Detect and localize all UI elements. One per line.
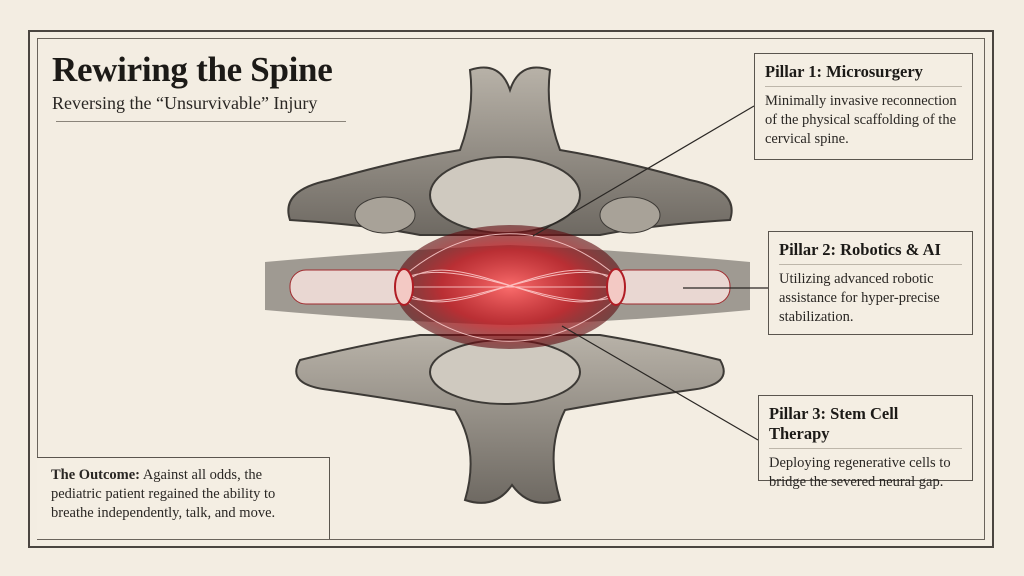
pillar-3-callout: Pillar 3: Stem Cell Therapy Deploying re… xyxy=(758,395,973,490)
spinal-cord xyxy=(265,225,750,349)
outcome-text: Against all odds, the pediatric patient … xyxy=(51,467,276,521)
outcome-label: The Outcome: xyxy=(51,467,140,483)
pillar-1-text: Minimally invasive reconnection of the p… xyxy=(765,93,957,147)
page-title: Rewiring the Spine xyxy=(52,50,333,89)
vertebra-bottom xyxy=(295,334,725,504)
pillar-2-title: Pillar 2: Robotics & AI xyxy=(779,240,962,265)
outcome-callout: The Outcome: Against all odds, the pedia… xyxy=(37,457,330,539)
page-subtitle: Reversing the “Unsurvivable” Injury xyxy=(52,93,318,113)
leader-line-pillar-1 xyxy=(532,105,755,237)
pillar-1-title: Pillar 1: Microsurgery xyxy=(765,62,962,87)
pillar-3-title: Pillar 3: Stem Cell Therapy xyxy=(769,404,962,449)
subtitle-divider xyxy=(56,121,346,122)
pillar-2-text: Utilizing advanced robotic assistance fo… xyxy=(779,271,940,325)
outer-frame xyxy=(28,30,994,548)
pillar-3-text: Deploying regenerative cells to bridge t… xyxy=(769,455,951,490)
pillar-1-callout: Pillar 1: Microsurgery Minimally invasiv… xyxy=(754,53,973,160)
leader-lines xyxy=(532,105,768,441)
vertebra-top xyxy=(287,66,733,236)
leader-line-pillar-3 xyxy=(561,325,759,441)
inner-frame xyxy=(37,38,985,540)
pillar-2-callout: Pillar 2: Robotics & AI Utilizing advanc… xyxy=(768,231,973,335)
